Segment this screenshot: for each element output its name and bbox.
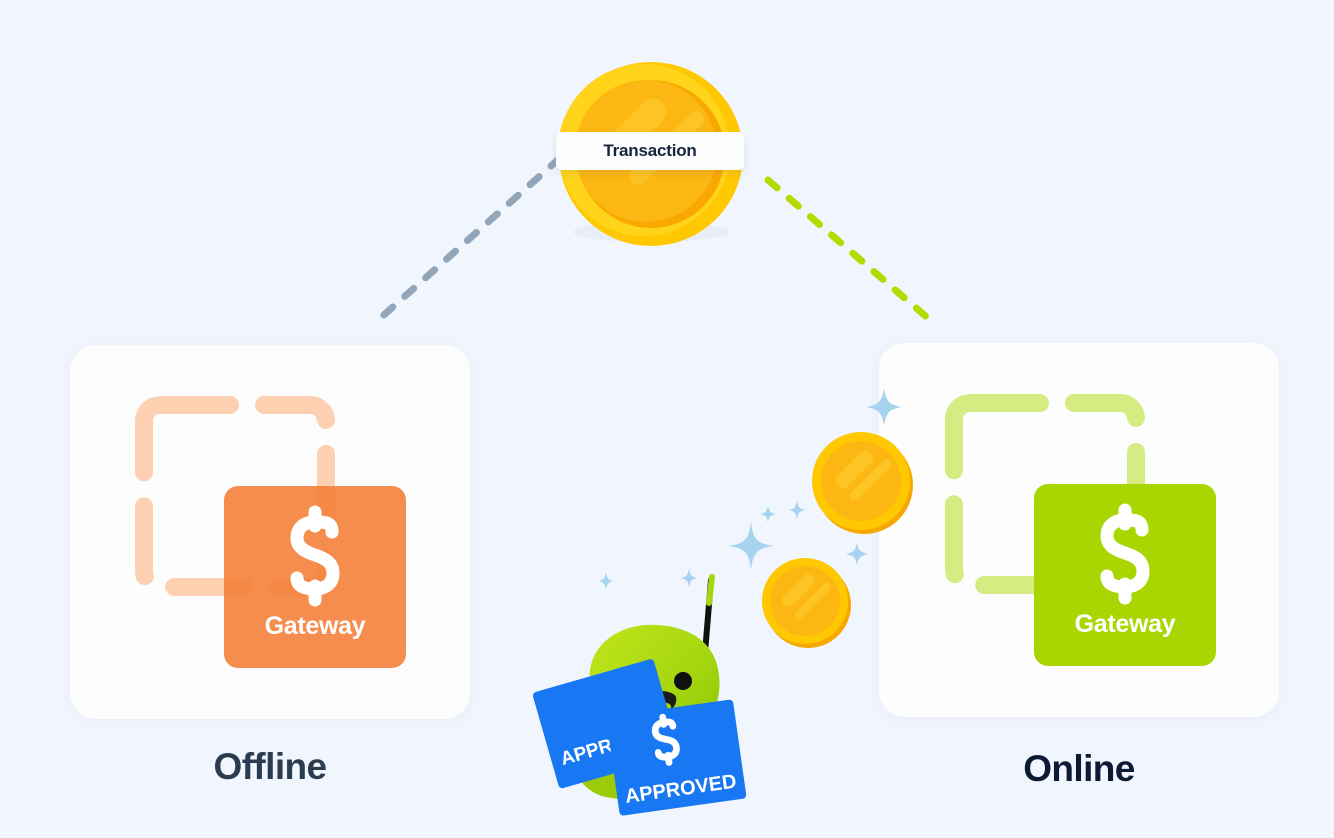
floating-coin-upper xyxy=(812,432,913,534)
dollar-sign-icon xyxy=(290,505,340,607)
approved-card-front: APPROVED xyxy=(606,699,747,816)
approved-card-dollar-icon xyxy=(651,713,680,766)
online-connector-line xyxy=(764,176,934,324)
transaction-label: Transaction xyxy=(556,132,744,170)
sparkle-icon xyxy=(728,522,774,570)
sparkle-icon xyxy=(788,500,806,520)
transaction-label-text: Transaction xyxy=(603,141,697,160)
mascot-eye-right xyxy=(674,672,692,690)
offline-connector-line xyxy=(372,154,564,326)
dollar-sign-icon xyxy=(1100,503,1150,605)
sparkle-icon xyxy=(680,568,698,588)
offline-caption: Offline xyxy=(213,746,328,787)
sparkle-icon xyxy=(760,505,776,523)
sparkle-icon xyxy=(598,572,614,590)
online-caption: Online xyxy=(1023,748,1135,789)
floating-coin-lower xyxy=(762,558,851,648)
sparkle-icon xyxy=(866,388,902,426)
online-gateway-tile[interactable]: Gateway xyxy=(1034,484,1216,666)
sparkle-icon xyxy=(846,542,868,566)
offline-gateway-tile[interactable]: Gateway xyxy=(224,486,406,668)
green-blob-mascot: APPROVED APPROVED xyxy=(532,574,747,816)
offline-gateway-label: Gateway xyxy=(264,612,366,640)
online-gateway-label: Gateway xyxy=(1074,610,1176,638)
